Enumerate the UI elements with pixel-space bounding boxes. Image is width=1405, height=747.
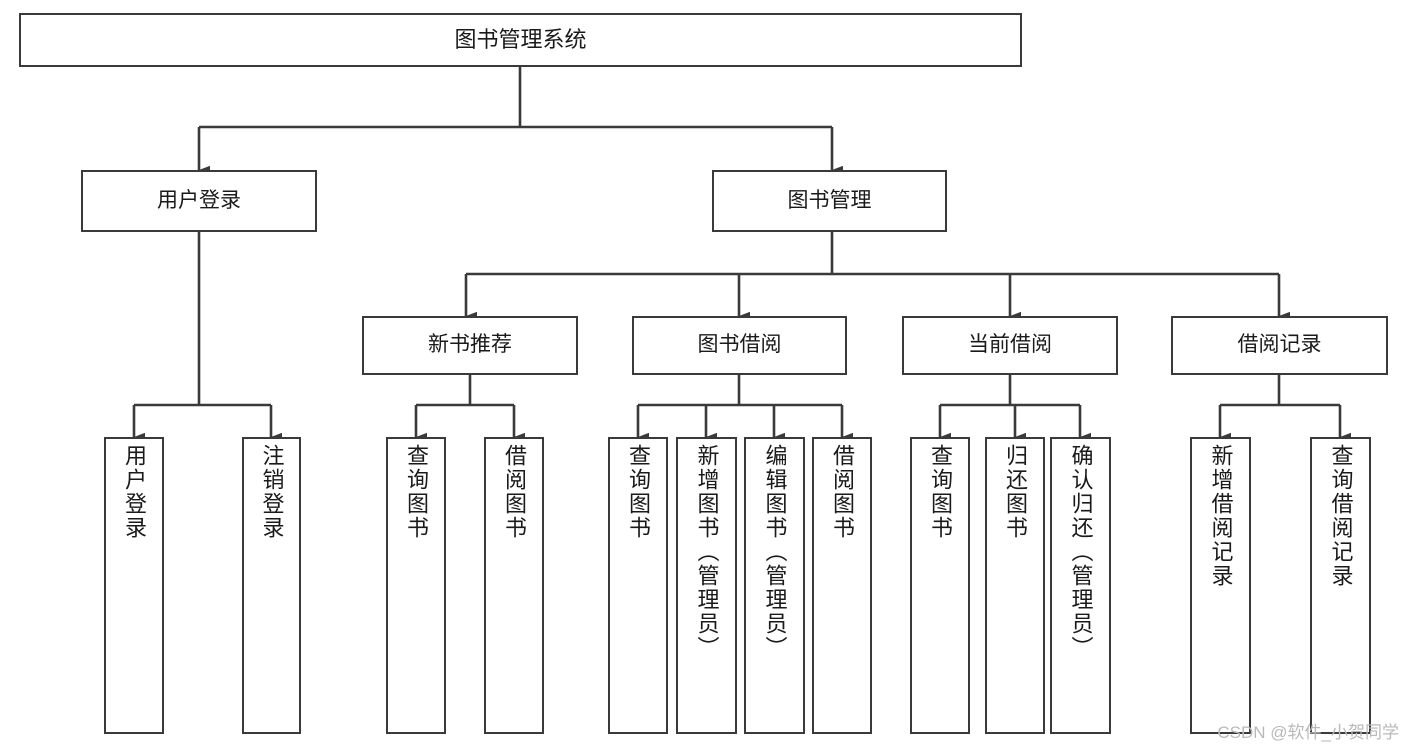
node-label: 新增图书（管理员） xyxy=(694,444,720,660)
leaf-confirm-return-admin[interactable]: 确认归还（管理员） xyxy=(1050,437,1111,734)
node-label: 编辑图书（管理员） xyxy=(762,444,788,660)
node-label: 查询图书 xyxy=(928,444,953,540)
node-root-system[interactable]: 图书管理系统 xyxy=(19,13,1022,67)
watermark: CSDN @软件_小贺同学 xyxy=(1217,723,1399,742)
node-label: 查询借阅记录 xyxy=(1328,444,1354,588)
node-label: 图书管理 xyxy=(787,188,872,212)
leaf-add-book-admin[interactable]: 新增图书（管理员） xyxy=(676,437,737,734)
node-current-borrow[interactable]: 当前借阅 xyxy=(902,316,1118,375)
node-book-borrow[interactable]: 图书借阅 xyxy=(632,316,847,375)
node-book-management[interactable]: 图书管理 xyxy=(712,170,947,232)
leaf-query-book-borrow[interactable]: 查询图书 xyxy=(608,437,668,734)
leaf-query-borrow-record[interactable]: 查询借阅记录 xyxy=(1310,437,1371,734)
node-new-book-recommend[interactable]: 新书推荐 xyxy=(362,316,578,375)
node-label: 新书推荐 xyxy=(428,333,512,357)
leaf-query-book-recommend[interactable]: 查询图书 xyxy=(386,437,446,734)
node-user-login[interactable]: 用户登录 xyxy=(81,170,317,232)
leaf-user-login[interactable]: 用户登录 xyxy=(104,437,164,734)
node-label: 归还图书 xyxy=(1003,444,1028,540)
node-label: 查询图书 xyxy=(404,444,429,540)
leaf-borrow-book-recommend[interactable]: 借阅图书 xyxy=(484,437,544,734)
node-label: 借阅图书 xyxy=(830,444,855,540)
leaf-logout[interactable]: 注销登录 xyxy=(242,437,301,734)
node-label: 当前借阅 xyxy=(968,333,1052,357)
leaf-query-book-current[interactable]: 查询图书 xyxy=(910,437,970,734)
node-label: 用户登录 xyxy=(157,188,241,212)
leaf-add-borrow-record[interactable]: 新增借阅记录 xyxy=(1190,437,1251,734)
node-label: 注销登录 xyxy=(259,444,285,540)
node-label: 借阅记录 xyxy=(1237,333,1322,357)
node-label: 用户登录 xyxy=(122,444,147,540)
node-label: 查询图书 xyxy=(626,444,651,540)
node-borrow-record[interactable]: 借阅记录 xyxy=(1171,316,1388,375)
leaf-edit-book-admin[interactable]: 编辑图书（管理员） xyxy=(744,437,805,734)
leaf-borrow-book[interactable]: 借阅图书 xyxy=(812,437,872,734)
node-label: 图书借阅 xyxy=(697,333,782,357)
node-label: 图书管理系统 xyxy=(454,27,587,53)
node-label: 借阅图书 xyxy=(502,444,527,540)
node-label: 确认归还（管理员） xyxy=(1068,444,1094,660)
node-label: 新增借阅记录 xyxy=(1208,444,1234,588)
leaf-return-book[interactable]: 归还图书 xyxy=(985,437,1045,734)
